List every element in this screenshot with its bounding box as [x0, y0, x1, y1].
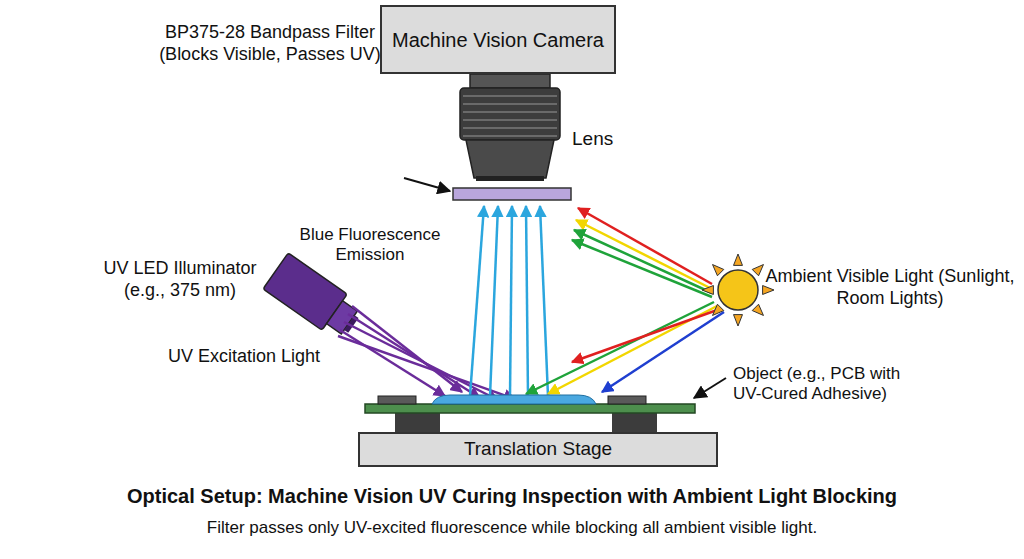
part-label: Lens — [572, 128, 642, 151]
fluorescence-rays — [470, 206, 548, 396]
camera-lens — [460, 74, 560, 181]
part-label: UV LED Illuminator (e.g., 375 nm) — [92, 258, 268, 301]
source-label: Ambient Visible Light (Sunlight, Room Li… — [765, 266, 1015, 309]
node-text: Translation Stage — [464, 438, 612, 461]
part-label: Object (e.g., PCB with UV-Cured Adhesive… — [733, 364, 913, 405]
diagram-title: Optical Setup: Machine Vision UV Curing … — [0, 484, 1024, 508]
uv-excitation-rays — [338, 306, 515, 400]
stage-box: Translation Stage — [358, 432, 718, 467]
uv-led-illuminator — [263, 253, 366, 344]
bandpass-filter — [453, 188, 571, 200]
node-text: Machine Vision Camera — [392, 28, 604, 52]
leader-line — [694, 378, 726, 398]
diagram-caption: Filter passes only UV-excited fluorescen… — [0, 518, 1024, 538]
part-label: BP375-28 Bandpass Filter (Blocks Visible… — [136, 22, 404, 65]
ray-label: Blue Fluorescence Emission — [290, 225, 450, 266]
sun-icon — [702, 254, 774, 326]
leader-line — [404, 178, 450, 191]
camera-box: Machine Vision Camera — [380, 5, 616, 74]
ray-label: UV Excitation Light — [168, 346, 368, 368]
pcb-object — [365, 395, 695, 433]
ambient-light-rays — [526, 208, 724, 394]
